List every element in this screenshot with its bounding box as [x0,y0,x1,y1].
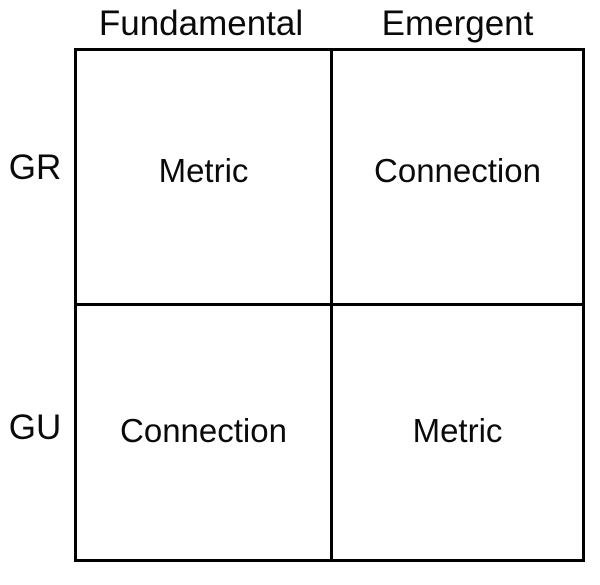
matrix-cell-gu-fundamental: Connection [120,412,287,449]
matrix-cell-gu-emergent: Metric [412,412,503,449]
row-header-gr: GR [8,148,62,187]
column-header-emergent: Emergent [381,4,534,43]
grid-divider-horizontal [77,303,582,306]
matrix-cell-gr-emergent: Connection [374,152,541,189]
matrix-cell-gr-fundamental: Metric [158,152,249,189]
matrix-grid: Metric Connection Connection Metric [74,48,585,562]
column-header-fundamental: Fundamental [98,4,304,43]
row-header-gu: GU [8,408,62,447]
